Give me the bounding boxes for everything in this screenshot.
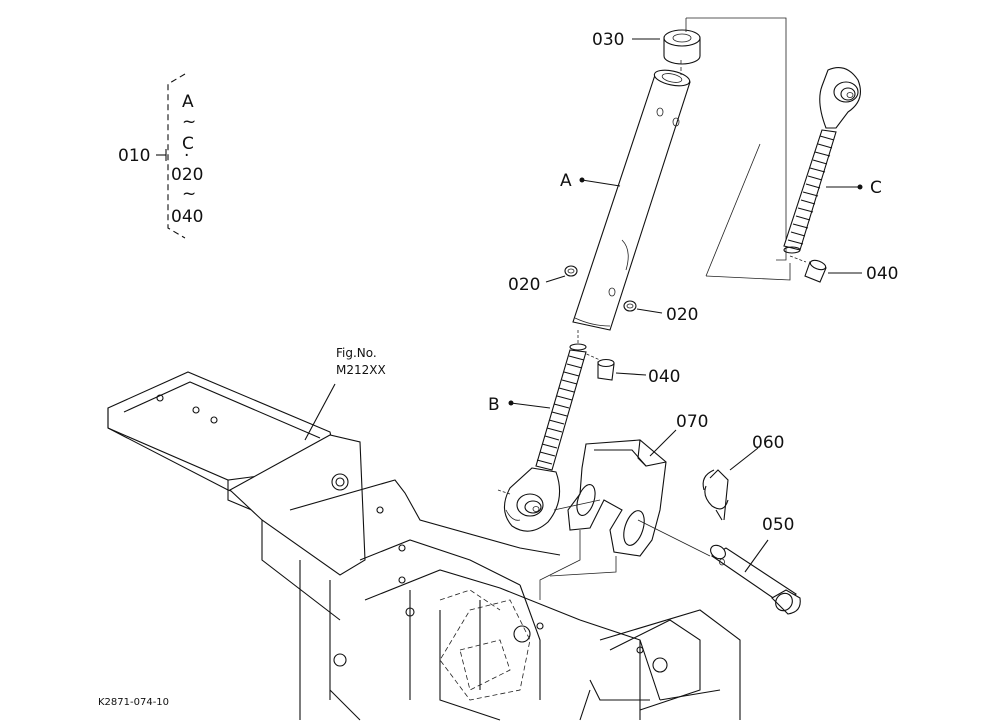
callout-070: 070 (676, 412, 708, 432)
callout-a: A (560, 171, 572, 191)
callout-020-right: 020 (666, 305, 698, 325)
drawing-code: K2871-074-10 (98, 697, 169, 708)
part-060-linch-pin: 060 (702, 433, 784, 521)
part-040-top: 040 (789, 255, 898, 284)
part-020-right: 020 (623, 300, 698, 325)
part-040-mid: 040 (581, 351, 680, 387)
legend-line-1: A (182, 92, 194, 112)
legend-line-6: ~ (182, 184, 196, 204)
assembly-legend: 010 A ~ C · 020 ~ 040 (118, 73, 203, 239)
legend-line-3: C (182, 134, 194, 154)
part-030-bushing: 030 (592, 29, 701, 65)
part-c-bracket-lines (685, 17, 791, 281)
legend-line-4: · (184, 146, 189, 166)
callout-c: C (870, 178, 882, 198)
fig-ref-line-2: M212XX (336, 363, 386, 377)
legend-line-5: 020 (171, 165, 203, 185)
legend-assembly-number: 010 (118, 146, 150, 166)
legend-line-7: 040 (171, 207, 203, 227)
fig-ref-line-1: Fig.No. (336, 346, 377, 360)
callout-060: 060 (752, 433, 784, 453)
callout-040-mid: 040 (648, 367, 680, 387)
part-020-left: 020 (508, 265, 578, 295)
callout-050: 050 (762, 515, 794, 535)
callout-040-top: 040 (866, 264, 898, 284)
callout-b: B (488, 395, 500, 415)
legend-line-2: ~ (182, 112, 196, 132)
callout-020-left: 020 (508, 275, 540, 295)
tractor-frame-drawing (107, 371, 741, 721)
part-050-clevis-pin: 050 (710, 515, 801, 615)
part-a-tube: A (560, 69, 691, 331)
figure-reference: Fig.No. M212XX (336, 346, 386, 377)
part-c-rod-end: C (783, 67, 882, 254)
callout-030: 030 (592, 30, 624, 50)
part-070-bracket: 070 (539, 412, 711, 600)
part-b-rod-end: B (488, 330, 587, 532)
